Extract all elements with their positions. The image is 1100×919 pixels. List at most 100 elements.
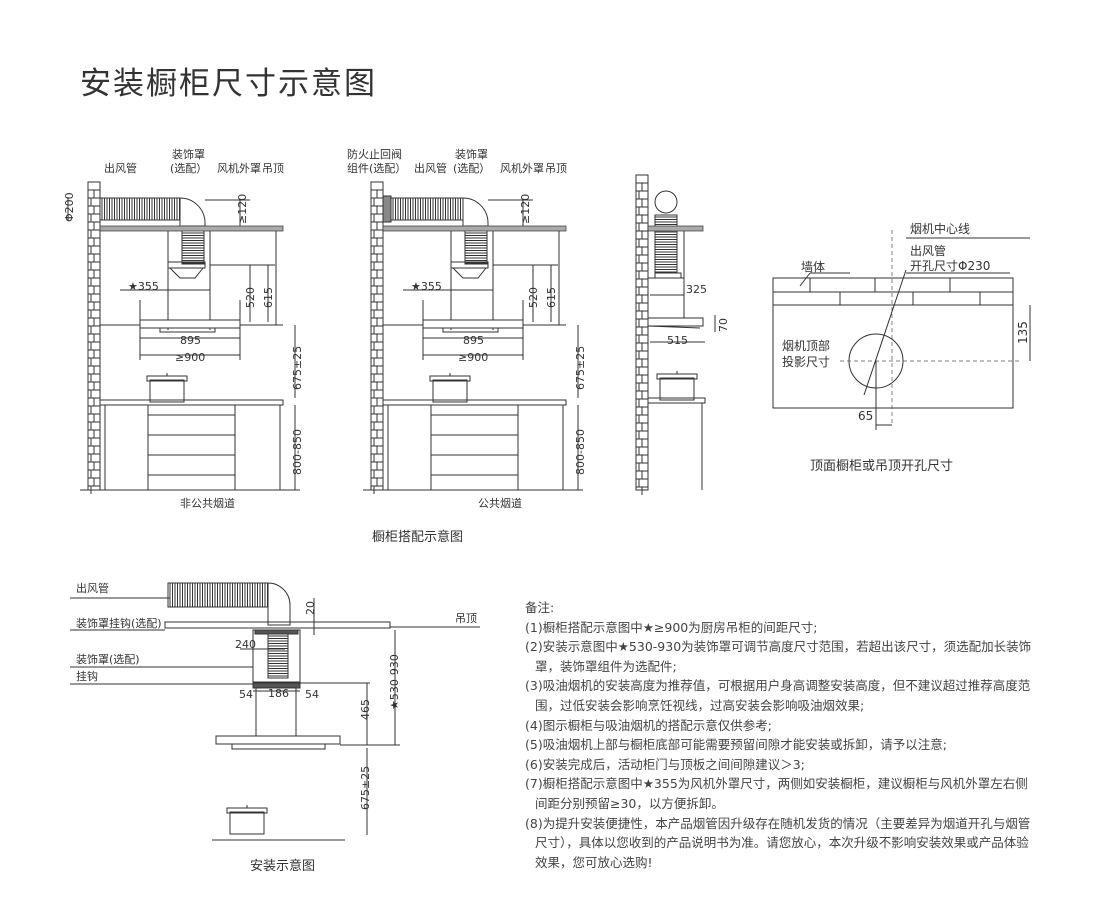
fire-valve	[382, 195, 392, 223]
note-item: (3)吸油烟机的安装高度为推荐值，可根据用户身高调整安装高度，但不建议超过推荐高…	[525, 678, 1031, 713]
duct	[390, 197, 464, 221]
dim-895: 895	[463, 334, 484, 347]
label-hole-size: 开孔尺寸Φ230	[910, 259, 990, 273]
cabinet	[387, 404, 564, 491]
pot	[229, 811, 265, 835]
dim-675: 675±25	[574, 346, 587, 390]
dim-675: 675±25	[359, 766, 372, 810]
label-centerline: 烟机中心线	[910, 221, 970, 236]
decorative-cover	[252, 629, 301, 683]
dim-65: 65	[858, 409, 873, 423]
fan-cover	[452, 267, 487, 279]
cabinet	[104, 404, 281, 491]
dim-800: 800-850	[574, 429, 587, 475]
label-valve-optional: 组件(选配）	[347, 161, 406, 175]
ceiling	[164, 621, 391, 629]
label-outlet-duct: 出风管	[414, 161, 447, 175]
dim-895: 895	[180, 334, 201, 347]
label-cover: 装饰罩	[172, 147, 205, 161]
dim-54-right: 54	[305, 688, 319, 701]
note-item: (6)安装完成后，活动柜门与顶板之间间隙建议＞3;	[525, 756, 805, 772]
label-valve: 防火止回阀	[347, 147, 402, 161]
label-cover: 装饰罩	[455, 147, 488, 161]
countertop	[647, 397, 706, 404]
dim-675: 675±25	[291, 346, 304, 390]
dim-325: 325	[686, 283, 707, 296]
label-cover-optional: 装饰罩(选配)	[76, 652, 140, 666]
duct-elbow	[462, 197, 489, 231]
caption-opening-size: 顶面橱柜或吊顶开孔尺寸	[810, 459, 953, 474]
ceiling	[99, 225, 284, 232]
caption-cabinet: 橱柜搭配示意图	[372, 529, 463, 545]
label-hook: 挂钩	[76, 669, 98, 683]
hood-panel	[159, 327, 216, 333]
label-outlet-duct: 出风管	[104, 161, 137, 175]
leader	[863, 269, 907, 396]
dim-900: ≥900	[458, 351, 488, 364]
note-item: (2)安装示意图中★530-930为装饰罩可调节高度尺寸范围，若超出该尺寸，须选…	[525, 639, 1032, 674]
note-item: (1)橱柜搭配示意图中★≥900为厨房吊柜的间距尺寸;	[525, 619, 818, 635]
countertop	[99, 399, 284, 406]
diagram-geometry	[67, 174, 1031, 841]
label-projection-2: 投影尺寸	[782, 354, 830, 369]
dim-515: 515	[667, 334, 688, 347]
range-hood	[647, 317, 704, 327]
dim-465: 465	[359, 699, 372, 720]
hood-panel	[442, 327, 499, 333]
caption-non-public-flue: 非公共烟道	[180, 496, 235, 510]
ceiling-board	[772, 277, 1014, 409]
dim-520: 520	[244, 287, 257, 308]
label-fan-cover: 风机外罩	[217, 161, 261, 175]
panel-side-view: 325 70 515	[667, 283, 730, 347]
note-item: (8)为提升安装便捷性，本产品烟管因升级存在随机发货的情况（主要差异为烟道开孔与…	[525, 815, 1031, 870]
note-item: (7)橱柜搭配示意图中★355为风机外罩尺寸，两侧如安装橱柜，建议橱柜与风机外罩…	[525, 776, 1028, 811]
range-hood	[422, 319, 524, 329]
label-projection-1: 烟机顶部	[782, 338, 830, 353]
dim-800: 800-850	[291, 429, 304, 475]
page-title: 安装橱柜尺寸示意图	[80, 66, 377, 102]
label-wall: 墙体	[801, 260, 825, 274]
caption-install: 安装示意图	[250, 858, 315, 874]
dim-615: 615	[545, 287, 558, 308]
label-cover-optional: (选配）	[170, 162, 207, 175]
dim-520: 520	[527, 287, 540, 308]
dim-fan-width: ★355	[411, 280, 442, 293]
label-outlet-duct: 出风管	[76, 581, 109, 595]
label-outlet: 出风管	[910, 243, 946, 258]
panel-non-public-flue: 出风管 装饰罩 (选配） 风机外罩 吊顶 Φ200 ≥120 ★355 520 …	[63, 147, 304, 510]
label-ceiling: 吊顶	[262, 162, 284, 175]
dim-fan-width: ★355	[128, 280, 159, 293]
dim-186: 186	[268, 687, 289, 700]
range-hood	[215, 735, 341, 745]
pot	[659, 377, 695, 401]
label-fan-cover: 风机外罩	[500, 161, 544, 175]
note-item: (5)吸油烟机上部与橱柜底部可能需要预留间隙才能安装或拆卸，请予以注意;	[525, 737, 947, 753]
label-cover-optional: (选配）	[453, 162, 490, 175]
range-hood	[139, 319, 241, 329]
dim-615: 615	[262, 287, 275, 308]
dim-54-left: 54	[239, 688, 253, 701]
caption-public-flue: 公共烟道	[478, 496, 522, 510]
pot	[432, 379, 468, 403]
fan-outlet	[654, 272, 682, 279]
hood-panel	[231, 743, 326, 750]
panel-opening-size: 烟机中心线 出风管 开孔尺寸Φ230 墙体 烟机顶部 投影尺寸 135 65 顶…	[782, 221, 1030, 474]
label-ceiling: 吊顶	[455, 612, 477, 625]
dim-gap: ≥120	[519, 194, 532, 224]
dim-135: 135	[1016, 321, 1030, 344]
hood-glass	[647, 325, 701, 329]
dim-900: ≥900	[175, 351, 205, 364]
dim-gap: ≥120	[236, 194, 249, 224]
cover-hook	[254, 629, 299, 635]
panel-install: 出风管 装饰罩挂钩(选配) 装饰罩(选配) 挂钩 吊顶 20 240 54 18…	[76, 581, 477, 874]
dim-diameter: Φ200	[63, 192, 76, 222]
dim-20: 20	[304, 601, 317, 615]
label-ceiling: 吊顶	[545, 162, 567, 175]
duct-elbow	[179, 197, 206, 231]
leader	[799, 272, 811, 287]
label-hook-optional: 装饰罩挂钩(选配)	[76, 616, 162, 630]
note-item: (4)图示橱柜与吸油烟机的搭配示意仅供参考;	[525, 717, 772, 733]
pot	[149, 379, 185, 403]
dim-240: 240	[235, 638, 256, 651]
